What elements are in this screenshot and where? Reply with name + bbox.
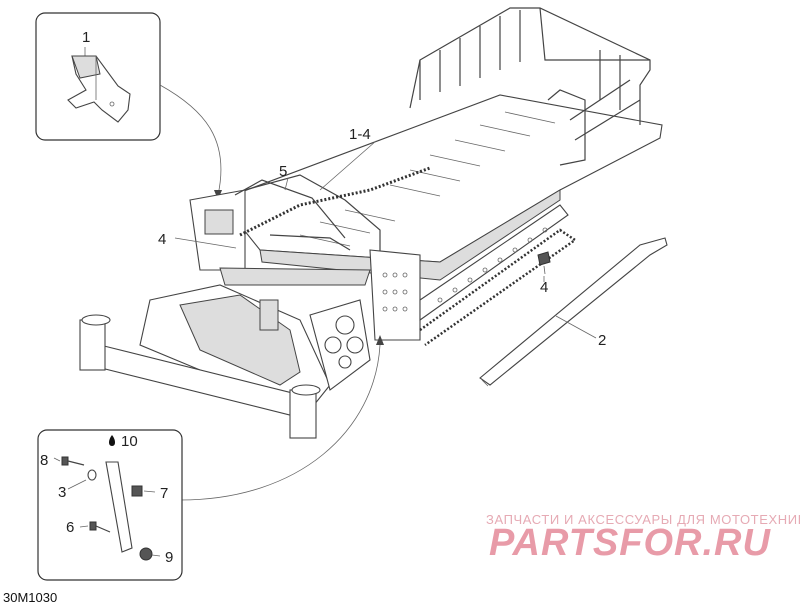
lower-chassis (79, 284, 371, 439)
leader-curve-2 (179, 344, 381, 501)
callout-4-bolt: 4 (540, 279, 548, 296)
side-rails (239, 166, 578, 347)
inset-part-1 (35, 12, 161, 141)
cargo-deck (219, 94, 663, 281)
bolt-part-4 (537, 251, 551, 275)
callout-1-4: 1-4 (349, 126, 371, 143)
callout-7: 7 (160, 485, 168, 502)
inset-hardware-kit (37, 429, 183, 581)
watermark-logo: PARTSFOR.RU (489, 522, 771, 564)
arrow-head-2 (376, 335, 384, 345)
callout-4-frame: 4 (158, 231, 166, 248)
callout-6: 6 (66, 519, 74, 536)
callout-8: 8 (40, 452, 48, 469)
front-frame (189, 174, 569, 341)
bracket-part-1 (67, 55, 131, 123)
callout-9: 9 (165, 549, 173, 566)
callout-5: 5 (279, 163, 287, 180)
callout-3: 3 (58, 484, 66, 501)
runner-strip-part-2 (479, 237, 668, 387)
watermark-tagline: ЗАПЧАСТИ И АКСЕССУАРЫ ДЛЯ МОТОТЕХНИКИ (486, 512, 800, 527)
callout-10: 10 (121, 433, 138, 450)
leader-lines (174, 140, 597, 339)
diagram-code: 30M1030 (3, 590, 58, 605)
callout-1: 1 (82, 29, 90, 46)
cargo-rack (409, 7, 651, 166)
leader-curve-1 (159, 84, 222, 196)
callout-2: 2 (598, 332, 606, 349)
